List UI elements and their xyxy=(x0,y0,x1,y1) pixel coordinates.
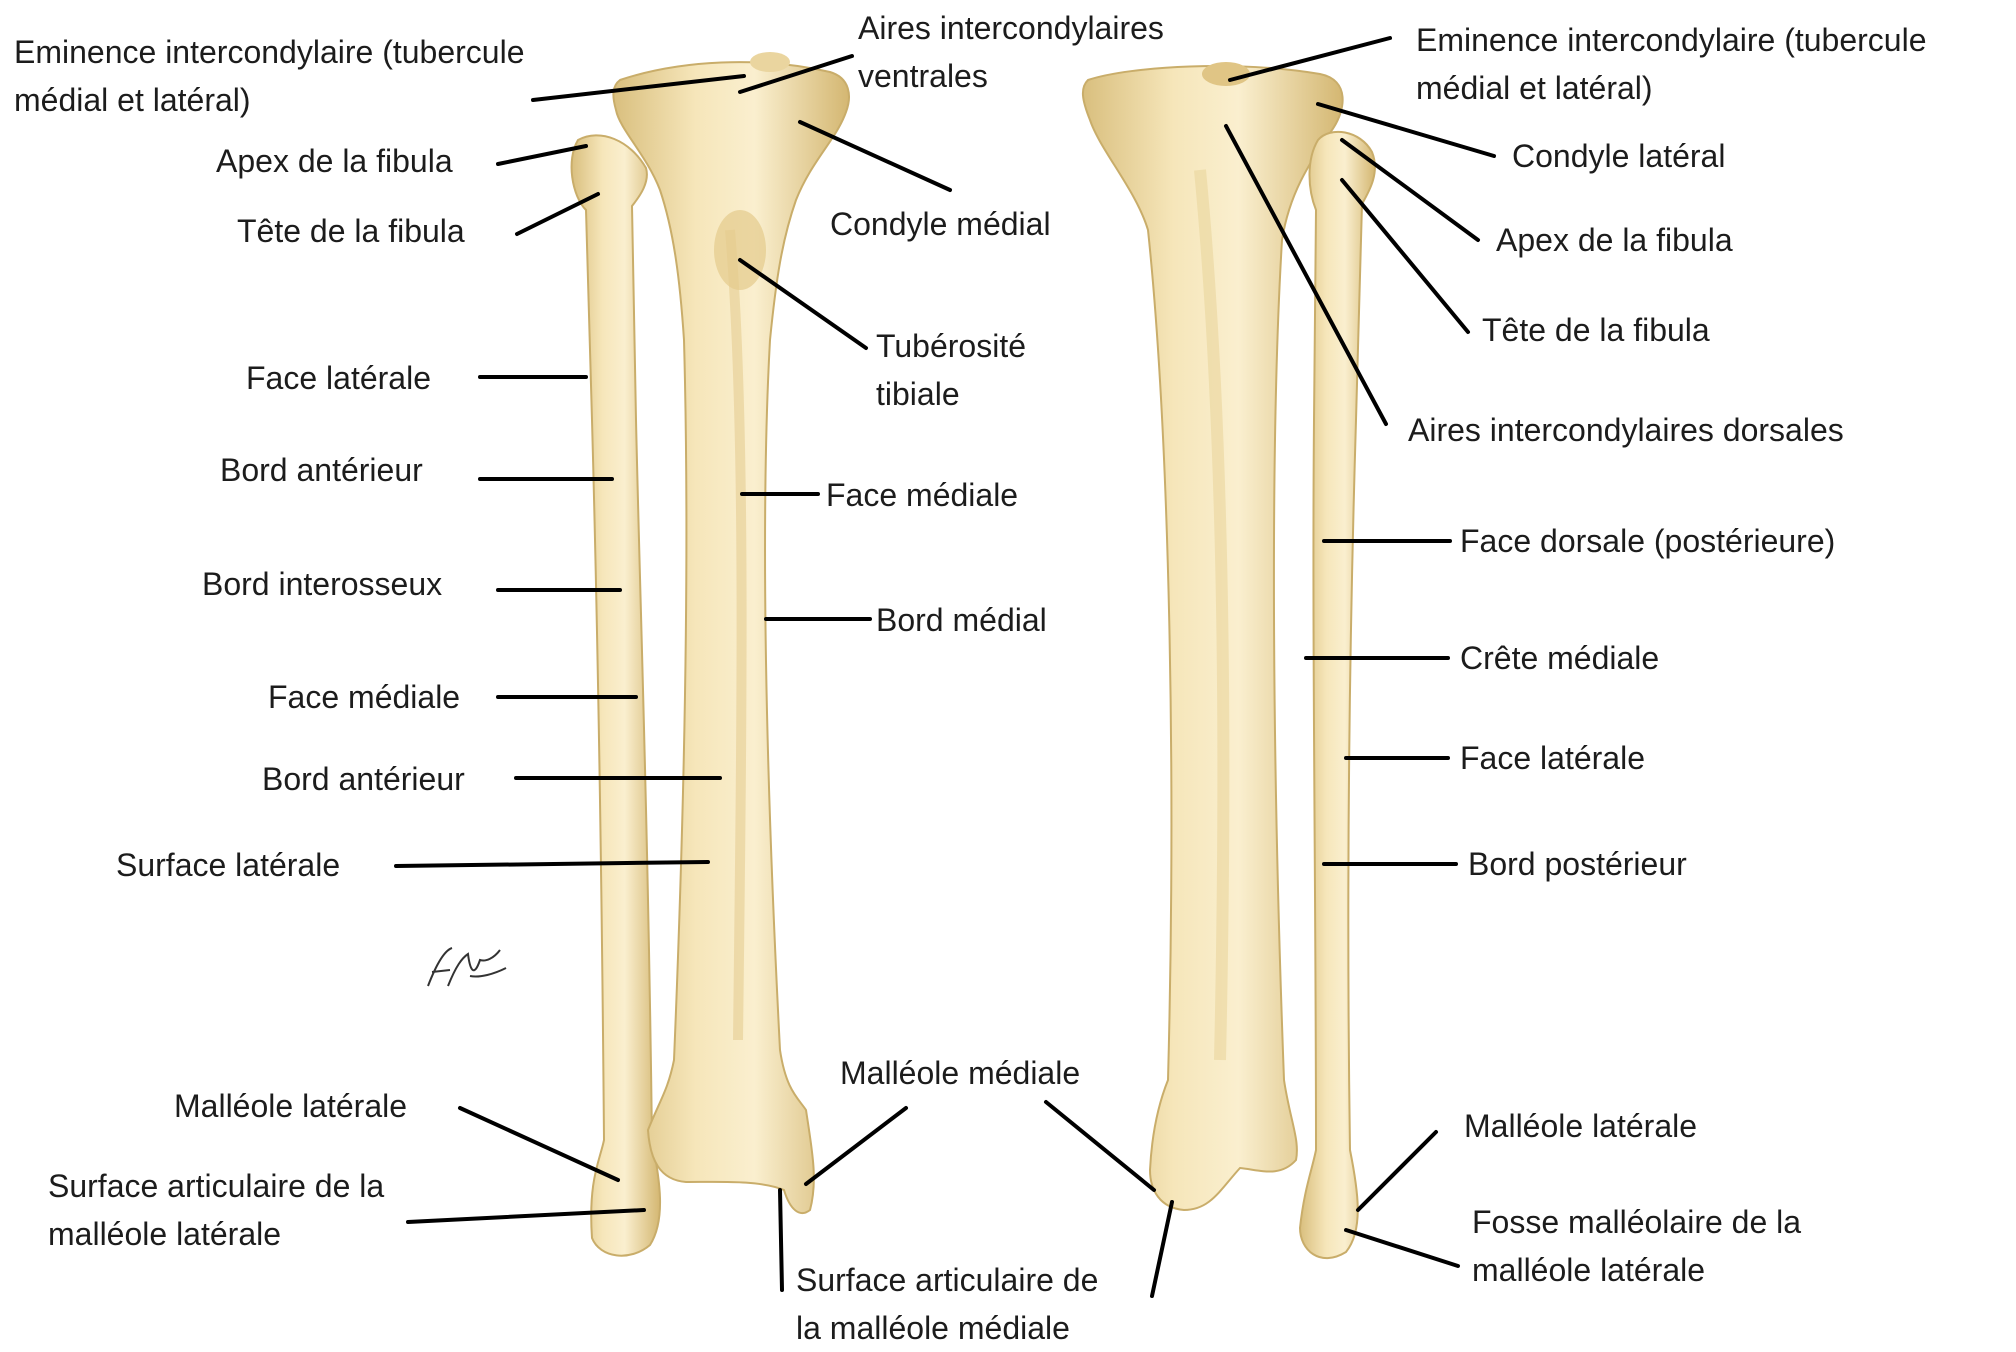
label-bord-anterieur-tibia: Bord antérieur xyxy=(262,755,465,803)
leader-malleole-laterale-post xyxy=(1358,1132,1436,1210)
label-malleole-mediale: Malléole médiale xyxy=(840,1049,1080,1097)
label-eminence-posterior: Eminence intercondylaire (tubercule médi… xyxy=(1416,16,1926,112)
label-malleole-laterale-posterior: Malléole latérale xyxy=(1464,1102,1697,1150)
label-aires-intercondylaires-ventrales: Aires intercondylaires ventrales xyxy=(858,4,1164,100)
leader-malleole-post-line xyxy=(1152,1202,1172,1296)
label-tuberosite-tibiale: Tubérosité tibiale xyxy=(876,322,1026,418)
label-crete-mediale: Crête médiale xyxy=(1460,634,1659,682)
label-surface-articulaire-malleole-laterale: Surface articulaire de la malléole latér… xyxy=(48,1162,384,1258)
tibia-posterior xyxy=(1083,66,1343,1210)
leader-malleole-post xyxy=(1046,1102,1154,1190)
label-condyle-lateral: Condyle latéral xyxy=(1512,132,1725,180)
label-face-laterale-anterior: Face latérale xyxy=(246,354,431,402)
leader-surface-art-med xyxy=(780,1190,782,1290)
label-condyle-medial: Condyle médial xyxy=(830,200,1051,248)
label-aires-intercondylaires-dorsales: Aires intercondylaires dorsales xyxy=(1408,406,1844,454)
label-malleole-laterale-anterior: Malléole latérale xyxy=(174,1082,407,1130)
leader-malleole-mediale xyxy=(806,1108,906,1184)
leader-condyle-medial xyxy=(800,122,950,190)
label-bord-posterieur: Bord postérieur xyxy=(1468,840,1687,888)
label-face-laterale-posterior: Face latérale xyxy=(1460,734,1645,782)
leader-surface-laterale xyxy=(396,862,708,866)
label-bord-medial: Bord médial xyxy=(876,596,1047,644)
label-tete-fibula-posterior: Tête de la fibula xyxy=(1482,306,1710,354)
label-surface-laterale: Surface latérale xyxy=(116,841,340,889)
fibula-posterior xyxy=(1300,132,1375,1258)
artist-signature xyxy=(428,948,506,986)
label-face-mediale-tibia: Face médiale xyxy=(826,471,1018,519)
label-apex-fibula-anterior: Apex de la fibula xyxy=(216,137,453,185)
leader-malleole-laterale-ant xyxy=(460,1108,618,1180)
label-bord-anterieur-fibula: Bord antérieur xyxy=(220,446,423,494)
label-eminence-anterior: Eminence intercondylaire (tubercule médi… xyxy=(14,28,524,124)
label-tete-fibula-anterior: Tête de la fibula xyxy=(237,207,465,255)
label-bord-interosseux: Bord interosseux xyxy=(202,560,442,608)
leader-fosse-malleolaire xyxy=(1346,1230,1458,1266)
label-surface-articulaire-malleole-mediale: Surface articulaire de la malléole média… xyxy=(796,1256,1098,1352)
label-fosse-malleolaire: Fosse malléolaire de la malléole latéral… xyxy=(1472,1198,1801,1294)
label-face-mediale-fibula: Face médiale xyxy=(268,673,460,721)
label-face-dorsale: Face dorsale (postérieure) xyxy=(1460,517,1835,565)
label-apex-fibula-posterior: Apex de la fibula xyxy=(1496,216,1733,264)
